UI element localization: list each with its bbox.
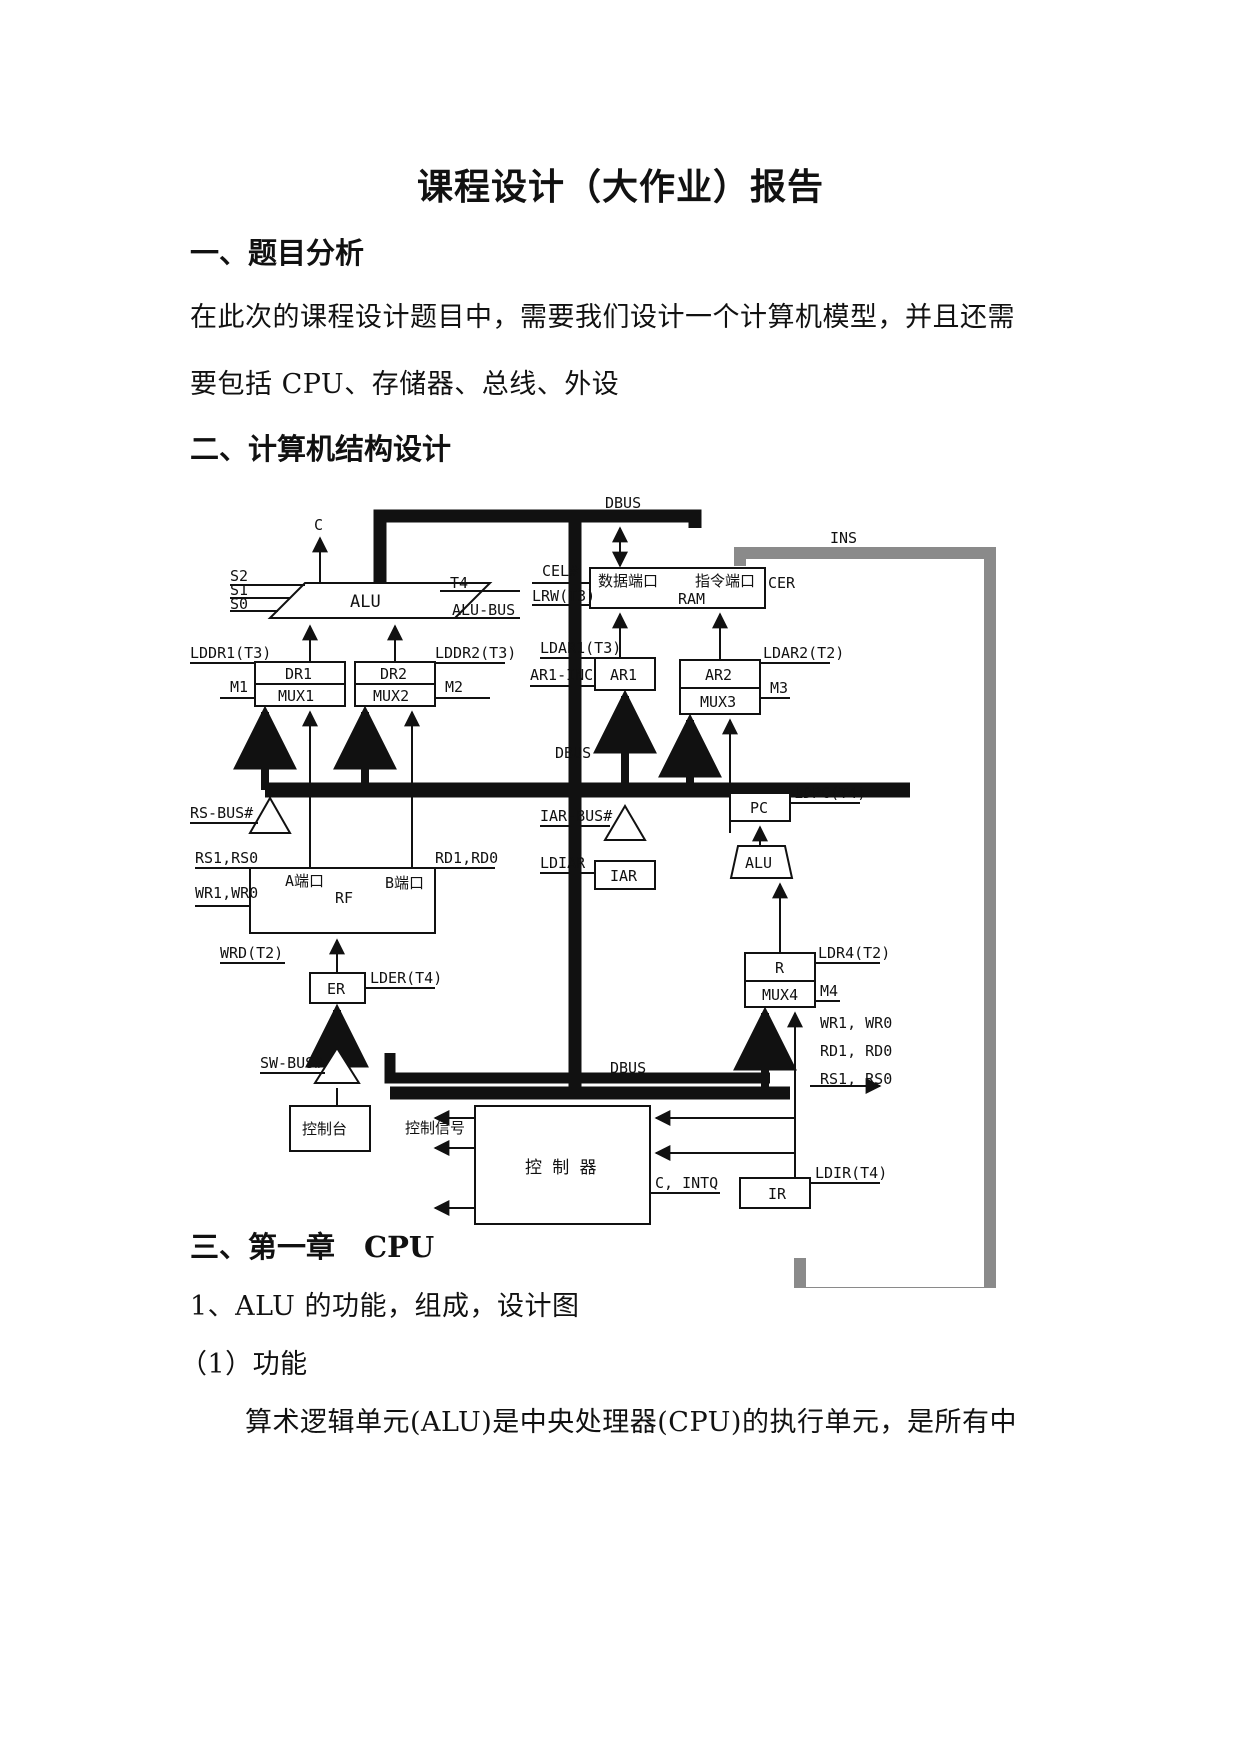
s2-label: S2 <box>230 567 248 585</box>
paragraph-line: 算术逻辑单元(ALU)是中央处理器(CPU)的执行单元，是所有中 <box>245 1407 1017 1438</box>
dbus-mid-label: DBUS <box>555 744 591 762</box>
m4-label: M4 <box>820 982 838 1000</box>
ldpc-label: LDPC(T4) <box>794 784 866 802</box>
mux2-label: MUX2 <box>373 687 409 705</box>
lrw-label: LRW(T3) <box>532 587 595 605</box>
mux4-box <box>744 980 816 1008</box>
m3-label: M3 <box>770 679 788 697</box>
computer-architecture-diagram: ALU C S2 S1 S0 T4 ALU-BUS DR1 MUX1 LDDR1… <box>190 488 1040 1288</box>
dr2-label: DR2 <box>380 665 407 683</box>
ar2-label: AR2 <box>705 666 732 684</box>
console-box <box>289 1105 371 1152</box>
iar-label: IAR <box>610 867 638 885</box>
ldar1-label: LDAR1(T3) <box>540 639 621 657</box>
rs-bus-buffer <box>248 795 292 834</box>
cel-label: CEL# <box>542 562 578 580</box>
document-title: 课程设计（大作业）报告 <box>416 166 824 208</box>
t4-label: T4 <box>450 574 468 592</box>
m2-label: M2 <box>445 678 463 696</box>
r-rd-label: RD1, RD0 <box>820 1042 892 1060</box>
data-port-label: 数据端口 <box>598 572 658 590</box>
ins-bus <box>734 547 996 1288</box>
r-label: R <box>775 959 785 977</box>
pc-box <box>729 792 791 822</box>
dbus-top-label: DBUS <box>605 494 641 512</box>
s1-label: S1 <box>230 581 248 599</box>
ldar2-label: LDAR2(T2) <box>763 644 844 662</box>
ar1-box <box>594 657 656 691</box>
iar-bus-buffer <box>603 804 647 841</box>
r-wr-label: WR1, WR0 <box>820 1014 892 1032</box>
sw-bus-buffer <box>313 1046 361 1084</box>
inst-port-label: 指令端口 <box>695 572 755 590</box>
alu-main-label: ALU <box>350 592 381 612</box>
paragraph-line: 在此次的课程设计题目中，需要我们设计一个计算机模型，并且还需 <box>190 302 1015 333</box>
ir-box <box>739 1177 811 1209</box>
section-heading-3: 三、第一章 CPU <box>190 1230 435 1264</box>
sub-item: （1）功能 <box>180 1349 308 1380</box>
ram-label: RAM <box>678 590 705 608</box>
ram-box <box>589 567 766 609</box>
dbus-lines <box>265 509 910 1100</box>
sw-bus-label: SW-BUS# <box>260 1054 323 1072</box>
mux1-label: MUX1 <box>278 687 314 705</box>
lder-label: LDER(T4) <box>370 969 442 987</box>
mux3-box <box>679 687 761 715</box>
ldiar-label: LDIAR <box>540 854 586 872</box>
console-label: 控制台 <box>302 1120 347 1138</box>
wrd-label: WRD(T2) <box>220 944 283 962</box>
controller-label: 控 制 器 <box>525 1158 596 1178</box>
iar-bus-label: IAR-BUS# <box>540 807 612 825</box>
ar2-box <box>679 659 761 689</box>
ar1-label: AR1 <box>610 666 637 684</box>
dbus-bottom-label: DBUS <box>610 1059 646 1077</box>
a-port-label: A端口 <box>285 872 324 890</box>
ar1-inc-label: AR1-INC <box>530 666 593 684</box>
lddr1-label: LDDR1(T3) <box>190 644 271 662</box>
rs-bus-label: RS-BUS# <box>190 804 253 822</box>
section-heading-1: 一、题目分析 <box>190 236 365 270</box>
m1-label: M1 <box>230 678 248 696</box>
mux4-label: MUX4 <box>762 986 798 1004</box>
c-intq-label: C, INTQ <box>655 1174 718 1192</box>
rd1rd0-label: RD1,RD0 <box>435 849 498 867</box>
er-label: ER <box>327 980 346 998</box>
dr1-label: DR1 <box>285 665 312 683</box>
lddr2-label: LDDR2(T3) <box>435 644 516 662</box>
alu-pc-label: ALU <box>745 854 772 872</box>
b-port-label: B端口 <box>385 874 424 892</box>
section-heading-2: 二、计算机结构设计 <box>190 432 452 466</box>
wr1wr0-label: WR1,WR0 <box>195 884 258 902</box>
ldr4-label: LDR4(T2) <box>818 944 890 962</box>
rs1rs0-label: RS1,RS0 <box>195 849 258 867</box>
paragraph-line: 要包括 CPU、存储器、总线、外设 <box>190 369 620 400</box>
alu-pc-shape <box>729 845 794 879</box>
ctrl-signal-label: 控制信号 <box>405 1119 465 1137</box>
ins-label: INS <box>830 529 857 547</box>
er-box <box>309 972 366 1004</box>
ir-label: IR <box>768 1185 787 1203</box>
rf-label: RF <box>335 889 353 907</box>
s0-label: S0 <box>230 595 248 613</box>
numbered-item: 1、ALU 的功能，组成，设计图 <box>190 1291 580 1322</box>
rf-box <box>249 867 436 934</box>
ldir-label: LDIR(T4) <box>815 1164 887 1182</box>
cer-label: CER <box>768 574 796 592</box>
mux1-box <box>254 683 346 707</box>
iar-box <box>594 860 656 890</box>
c-out-label: C <box>314 516 323 534</box>
alu-bus-label: ALU-BUS <box>452 601 515 619</box>
controller-box <box>474 1105 651 1225</box>
mux3-label: MUX3 <box>700 693 736 711</box>
pc-label: PC <box>750 799 768 817</box>
